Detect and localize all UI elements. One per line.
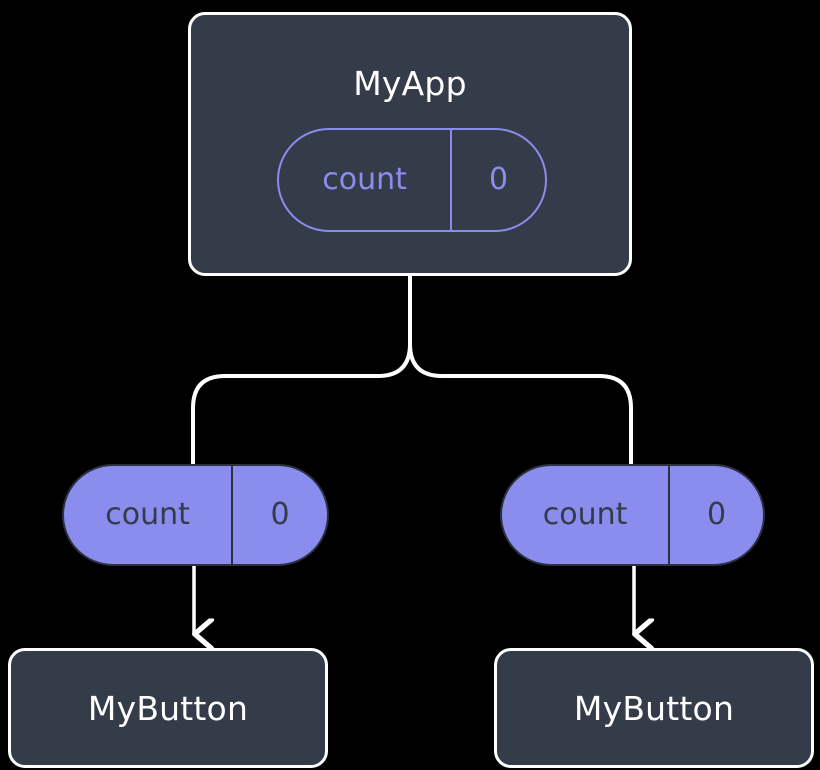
component-label-mybutton: MyButton	[87, 688, 249, 728]
state-pill-value: 0	[450, 130, 545, 230]
prop-pill-key: count	[105, 497, 190, 532]
state-pill-key: count	[322, 162, 407, 197]
prop-pill-value: 0	[668, 466, 763, 564]
state-pill-myapp-count[interactable]: count 0	[277, 128, 547, 232]
edge-fork-root-to-children	[191, 275, 412, 466]
component-node-mybutton-left[interactable]: MyButton	[8, 648, 328, 768]
prop-pill-right-count[interactable]: count 0	[500, 464, 765, 566]
prop-pill-key: count	[542, 497, 628, 532]
component-label-mybutton: MyButton	[573, 688, 735, 728]
edge-fork-root-to-children-right	[408, 275, 633, 466]
component-label-myapp: MyApp	[353, 64, 467, 103]
prop-pill-value: 0	[231, 466, 327, 564]
prop-pill-left-count[interactable]: count 0	[62, 464, 329, 566]
component-node-mybutton-right[interactable]: MyButton	[494, 648, 814, 768]
